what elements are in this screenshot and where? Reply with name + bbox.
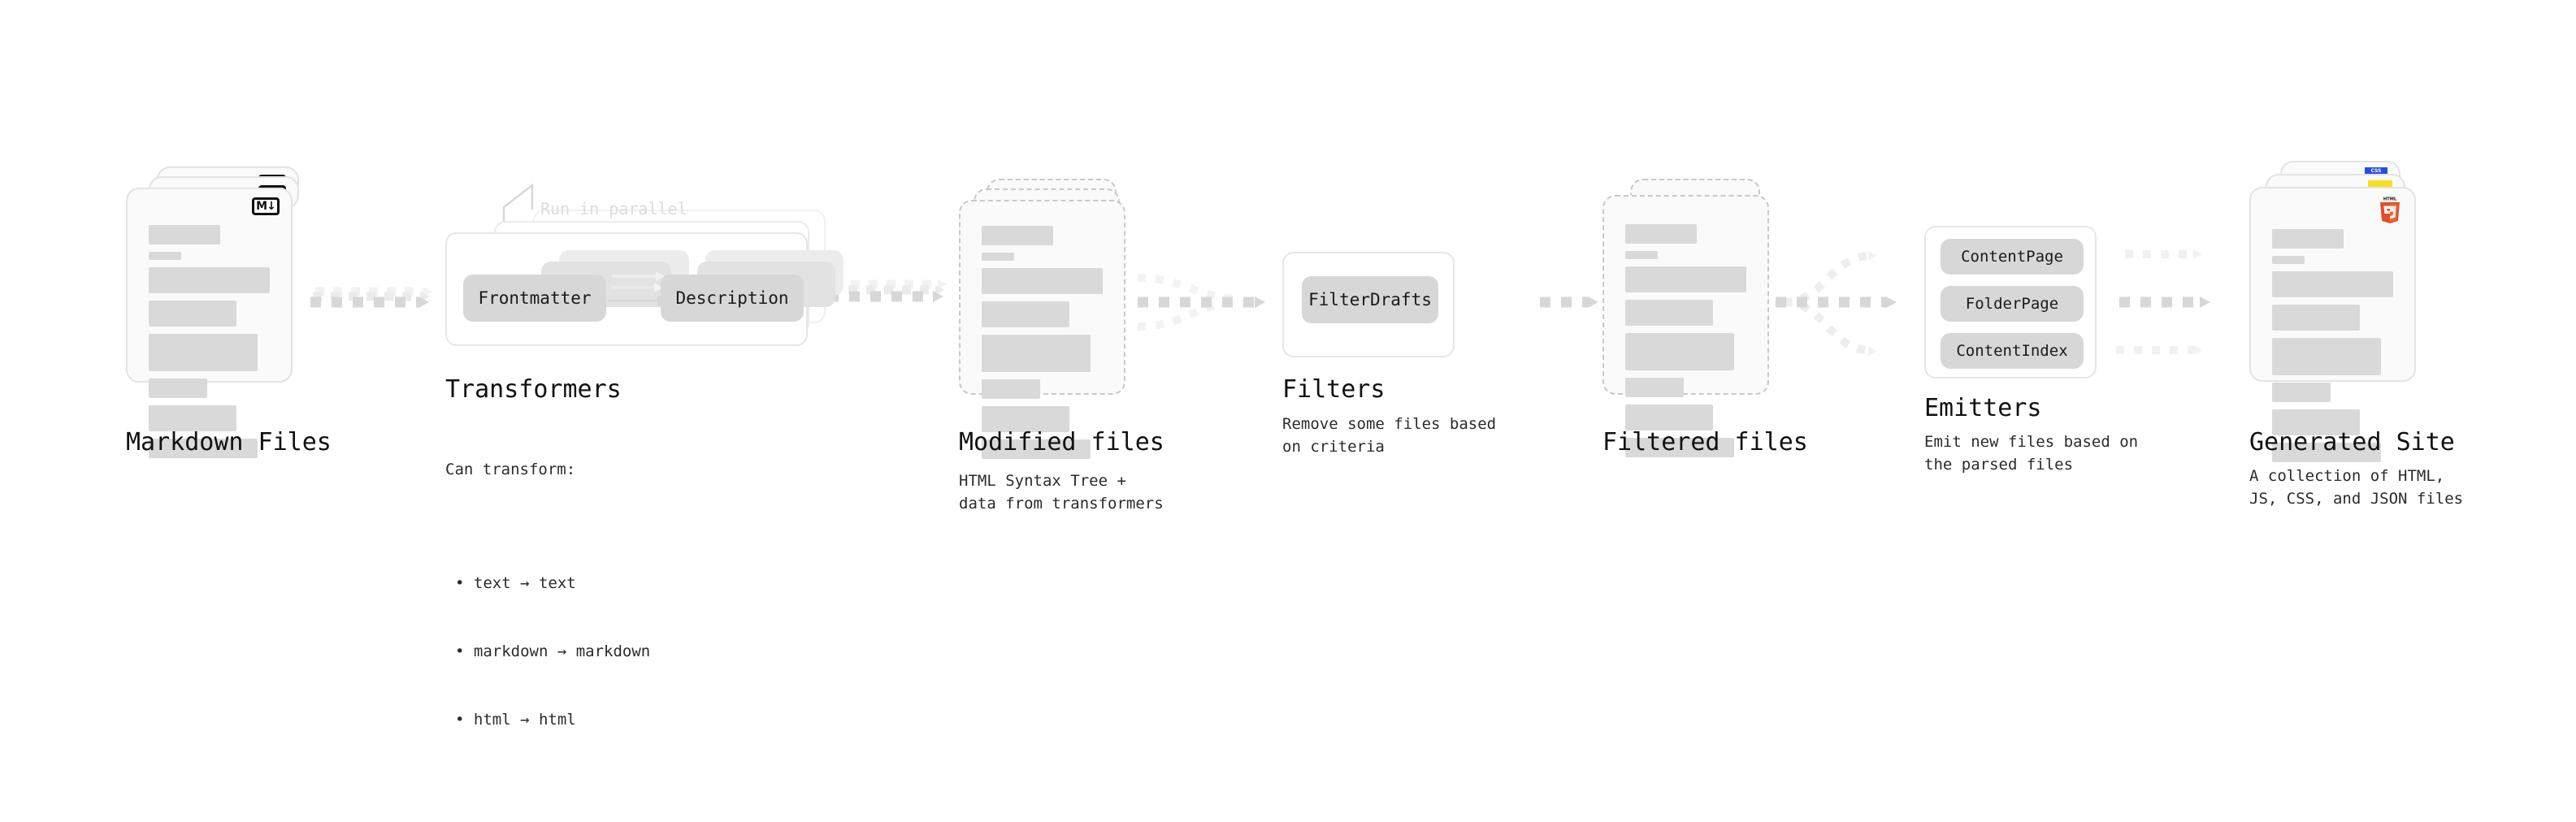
modified-card-front[interactable] <box>959 200 1125 459</box>
modified-files-caption: HTML Syntax Tree + data from transformer… <box>959 472 1164 513</box>
stage-heading-modified-files: Modified files <box>959 428 1164 456</box>
pill-label: ContentIndex <box>1956 342 2068 360</box>
stage-heading-filtered-files: Filtered files <box>1602 428 1808 456</box>
transformers-caption: Can transform: • text → text • markdown … <box>445 413 650 822</box>
content-line <box>149 334 258 371</box>
arrow-filtered-to-emitters <box>1776 251 1897 356</box>
generated-site-caption: A collection of HTML, JS, CSS, and JSON … <box>2249 467 2464 508</box>
generated-card-front-html[interactable]: HTML <box>2249 187 2416 462</box>
content-line <box>1625 224 1697 244</box>
content-line <box>149 252 181 260</box>
arrow-modified-to-filters <box>1137 274 1265 331</box>
content-line <box>1625 266 1746 292</box>
card-content-lines <box>982 226 1103 466</box>
generated-site-stack: CSS HTML <box>2249 161 2436 462</box>
filtered-card-front[interactable] <box>1602 195 1769 457</box>
card-content-lines <box>1625 224 1746 465</box>
content-line <box>149 379 207 398</box>
run-in-parallel-note: Run in parallel <box>540 199 687 218</box>
card-content-lines <box>2272 229 2393 469</box>
stage-heading-filters: Filters <box>1282 375 1386 404</box>
content-line <box>2272 338 2382 375</box>
stage-heading-markdown-files: Markdown Files <box>126 428 332 456</box>
html5-logo-icon: HTML <box>2380 197 2400 223</box>
content-line <box>982 406 1069 432</box>
pipeline-diagram: M↓ M↓ M↓ Markdown Files <box>126 161 2464 729</box>
content-line <box>149 225 220 244</box>
filtered-files-stack <box>1602 179 1789 457</box>
content-line <box>1625 378 1684 397</box>
content-line <box>982 335 1091 372</box>
content-line <box>982 301 1069 327</box>
content-line <box>982 268 1103 294</box>
content-line <box>1625 405 1713 430</box>
content-line <box>2272 409 2360 435</box>
bullet-item: • markdown → markdown <box>455 642 651 660</box>
emitters-caption: Emit new files based on the parsed files <box>1924 433 2139 474</box>
content-line <box>149 405 236 431</box>
pill-label: Description <box>675 288 789 308</box>
arrow-emitters-to-site <box>2116 249 2210 355</box>
emitter-pill-contentpage[interactable]: ContentPage <box>1941 239 2084 275</box>
content-line <box>2272 271 2393 297</box>
content-line <box>2272 256 2305 264</box>
content-line <box>982 439 1091 459</box>
modified-files-stack <box>959 179 1146 459</box>
stage-heading-emitters: Emitters <box>1924 394 2042 422</box>
content-line <box>2272 305 2360 331</box>
emitter-pill-folderpage[interactable]: FolderPage <box>1941 286 2084 322</box>
content-line <box>1625 438 1735 457</box>
transformer-pill-description[interactable]: Description <box>661 275 804 322</box>
content-line <box>982 379 1040 399</box>
bullet-item: • html → html <box>455 711 576 729</box>
transformer-inner-arrows <box>608 271 668 306</box>
markdown-badge-icon: M↓ <box>252 197 280 215</box>
arrow-md-to-transformers <box>310 287 432 308</box>
content-line <box>982 226 1053 245</box>
stage-heading-transformers: Transformers <box>445 375 622 404</box>
pill-label: ContentPage <box>1961 248 2063 266</box>
arrow-transformers-to-modified <box>828 279 947 302</box>
content-line <box>1625 333 1735 370</box>
emitter-pill-contentindex[interactable]: ContentIndex <box>1941 333 2084 369</box>
emitters-box[interactable]: ContentPage FolderPage ContentIndex <box>1924 226 2097 379</box>
stage-heading-generated-site: Generated Site <box>2249 428 2455 456</box>
card-content-lines <box>149 225 270 465</box>
content-line <box>1625 251 1658 259</box>
transformers-bullet-list: • text → text • markdown → markdown • ht… <box>445 526 650 777</box>
pill-label: FilterDrafts <box>1308 290 1432 309</box>
content-line <box>149 267 270 293</box>
markdown-card-front[interactable]: M↓ <box>126 188 293 458</box>
transformers-group: Frontmatter Description <box>445 210 843 364</box>
svg-text:HTML: HTML <box>2383 197 2397 202</box>
content-line <box>149 439 258 458</box>
content-line <box>149 301 236 327</box>
content-line <box>2272 383 2331 402</box>
content-line <box>2272 229 2344 249</box>
filters-box[interactable]: FilterDrafts <box>1282 252 1455 357</box>
pill-label: Frontmatter <box>478 288 592 308</box>
markdown-files-stack: M↓ M↓ M↓ <box>126 167 305 458</box>
filters-caption: Remove some files based on criteria <box>1282 415 1497 456</box>
filter-pill-filterdrafts[interactable]: FilterDrafts <box>1302 276 1438 323</box>
transformer-pill-frontmatter[interactable]: Frontmatter <box>463 275 606 322</box>
caption-intro: Can transform: <box>445 461 576 478</box>
content-line <box>1625 300 1713 326</box>
content-line <box>2272 443 2382 462</box>
pill-label: FolderPage <box>1965 295 2059 313</box>
content-line <box>982 253 1014 261</box>
bullet-item: • text → text <box>455 574 576 592</box>
css-badge-icon: CSS <box>2365 167 2387 175</box>
